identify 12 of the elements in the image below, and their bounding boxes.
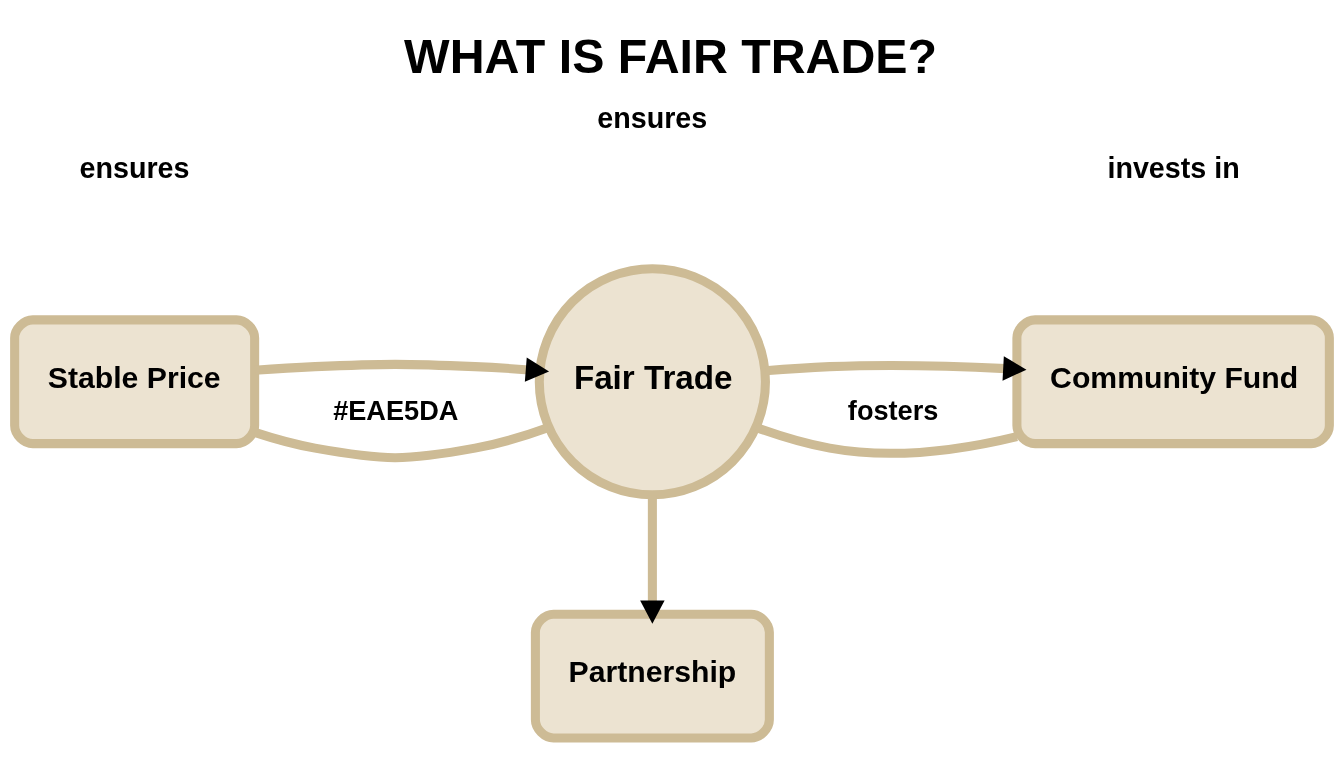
label: invests in — [1107, 151, 1240, 184]
node-box: Community Fund — [1012, 315, 1334, 449]
arrow — [765, 356, 1027, 381]
edge-label: fosters — [847, 395, 939, 427]
diagram-title: WHAT IS FAIR TRADE? — [404, 29, 938, 84]
node-circle: Fair Trade — [534, 264, 770, 500]
node-box: Stable Price — [10, 315, 260, 449]
label: ensures — [597, 101, 708, 134]
edge-label: #EAE5DA — [333, 395, 459, 427]
connector — [253, 423, 550, 463]
node-box: Partnership — [530, 609, 774, 743]
label: ensures — [79, 151, 190, 184]
